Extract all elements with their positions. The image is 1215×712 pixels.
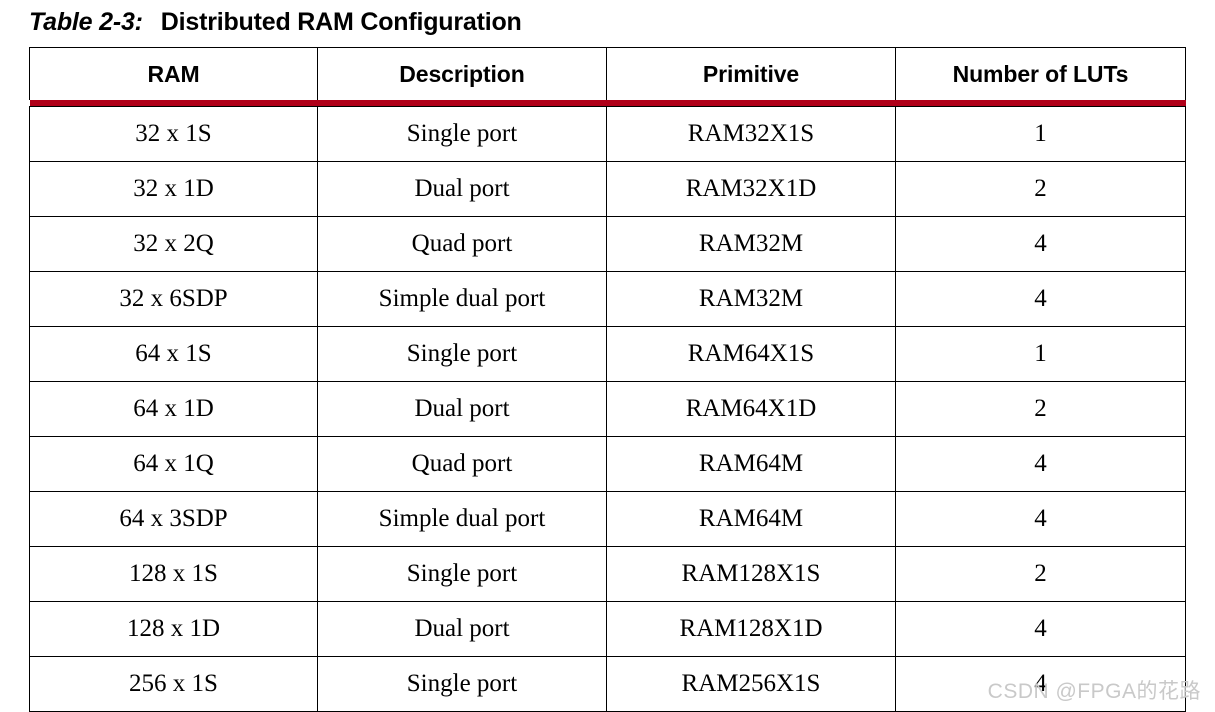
cell-description: Quad port [317,436,607,492]
table-row: 64 x 3SDP Simple dual port RAM64M 4 [29,491,1186,547]
cell-luts: 1 [895,326,1186,382]
cell-primitive: RAM32X1S [606,106,896,162]
table-row: 128 x 1S Single port RAM128X1S 2 [29,546,1186,602]
cell-description: Single port [317,656,607,712]
header-rule-cell [29,100,1186,107]
table-row: 32 x 2Q Quad port RAM32M 4 [29,216,1186,272]
table-header: RAM Description Primitive Number of LUTs [29,47,1186,100]
cell-primitive: RAM256X1S [606,656,896,712]
cell-description: Quad port [317,216,607,272]
cell-ram: 256 x 1S [29,656,318,712]
cell-luts: 1 [895,106,1186,162]
cell-ram: 32 x 1S [29,106,318,162]
table-caption-title: Distributed RAM Configuration [160,7,522,36]
cell-description: Dual port [317,161,607,217]
cell-ram: 32 x 6SDP [29,271,318,327]
cell-ram: 64 x 1Q [29,436,318,492]
cell-ram: 64 x 1S [29,326,318,382]
cell-luts: 2 [895,381,1186,437]
cell-description: Simple dual port [317,491,607,547]
distributed-ram-configuration-table: RAM Description Primitive Number of LUTs… [29,47,1186,712]
cell-primitive: RAM64X1D [606,381,896,437]
cell-ram: 32 x 1D [29,161,318,217]
cell-primitive: RAM64M [606,491,896,547]
cell-primitive: RAM32X1D [606,161,896,217]
cell-description: Single port [317,546,607,602]
cell-luts: 4 [895,216,1186,272]
column-header-ram: RAM [29,47,318,100]
column-header-primitive: Primitive [606,47,896,100]
cell-primitive: RAM32M [606,271,896,327]
cell-primitive: RAM64X1S [606,326,896,382]
cell-ram: 128 x 1S [29,546,318,602]
header-rule-row [29,100,1186,107]
cell-ram: 128 x 1D [29,601,318,657]
cell-luts: 4 [895,656,1186,712]
cell-luts: 4 [895,436,1186,492]
cell-luts: 4 [895,601,1186,657]
table-row: 64 x 1Q Quad port RAM64M 4 [29,436,1186,492]
cell-luts: 2 [895,546,1186,602]
table-body: 32 x 1S Single port RAM32X1S 1 32 x 1D D… [29,100,1186,712]
cell-description: Dual port [317,381,607,437]
table-row: 64 x 1S Single port RAM64X1S 1 [29,326,1186,382]
cell-luts: 4 [895,491,1186,547]
table-row: 128 x 1D Dual port RAM128X1D 4 [29,601,1186,657]
cell-luts: 4 [895,271,1186,327]
cell-ram: 64 x 1D [29,381,318,437]
header-red-rule [29,100,1186,106]
table-row: 32 x 1S Single port RAM32X1S 1 [29,106,1186,162]
cell-primitive: RAM32M [606,216,896,272]
table-caption: Table 2-3: Distributed RAM Configuration [29,4,1185,40]
table-row: 64 x 1D Dual port RAM64X1D 2 [29,381,1186,437]
cell-description: Single port [317,326,607,382]
cell-primitive: RAM128X1S [606,546,896,602]
cell-primitive: RAM64M [606,436,896,492]
cell-description: Single port [317,106,607,162]
table-row: 32 x 1D Dual port RAM32X1D 2 [29,161,1186,217]
table-caption-label: Table 2-3: [29,7,143,36]
column-header-number-of-luts: Number of LUTs [895,47,1186,100]
cell-ram: 64 x 3SDP [29,491,318,547]
column-header-description: Description [317,47,607,100]
table-row: 256 x 1S Single port RAM256X1S 4 [29,656,1186,712]
cell-ram: 32 x 2Q [29,216,318,272]
cell-description: Dual port [317,601,607,657]
table-header-row: RAM Description Primitive Number of LUTs [29,47,1186,100]
cell-primitive: RAM128X1D [606,601,896,657]
cell-luts: 2 [895,161,1186,217]
cell-description: Simple dual port [317,271,607,327]
table-row: 32 x 6SDP Simple dual port RAM32M 4 [29,271,1186,327]
